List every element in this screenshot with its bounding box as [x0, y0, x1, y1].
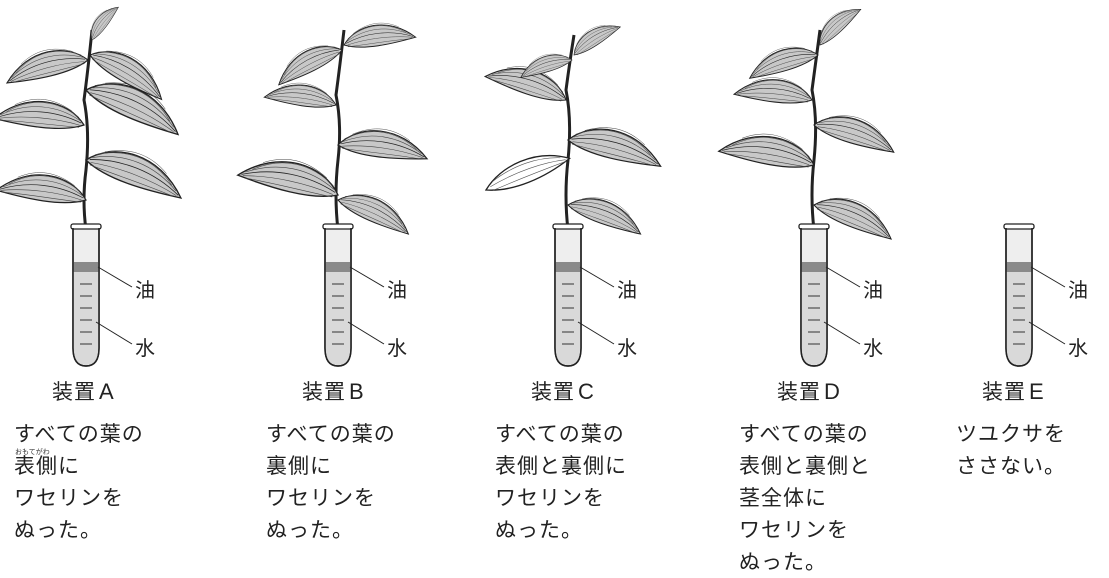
device-e-letter: E: [1029, 379, 1045, 404]
oil-label-c: 油: [617, 278, 637, 302]
device-d-line-4: ワセリンを: [739, 518, 849, 542]
water-label-c: 水: [617, 336, 637, 360]
device-c-description: すべての葉の 表側と裏側に ワセリンを ぬった。: [495, 418, 627, 546]
device-b-description: すべての葉の 裏側に ワセリンを ぬった。: [266, 418, 396, 546]
device-a-description: すべての葉の 表側に ワセリンを ぬった。: [14, 418, 144, 546]
device-a-name: 装置: [52, 380, 96, 404]
device-d-line-3: 茎全体に: [739, 486, 827, 510]
device-e-description: ツユクサを ささない。: [956, 418, 1066, 482]
device-b-name: 装置: [302, 380, 346, 404]
device-a-line-1: すべての葉の: [14, 422, 144, 446]
device-b-line-3: ワセリンを: [266, 486, 376, 510]
device-d-line-1: すべての葉の: [739, 422, 869, 446]
oil-label-d: 油: [863, 278, 883, 302]
device-a-line-3: ワセリンを: [14, 486, 124, 510]
device-d-description: すべての葉の 表側と裏側と 茎全体に ワセリンを ぬった。: [739, 418, 871, 578]
water-label-e: 水: [1068, 336, 1088, 360]
device-e-illustration: 油 水: [1003, 223, 1088, 367]
plant-c: [480, 13, 667, 360]
device-d-line-2: 表側と裏側と: [739, 454, 871, 478]
device-d-line-5: ぬった。: [739, 550, 827, 574]
device-a-line-4: ぬった。: [14, 518, 102, 542]
device-c-illustration: 油 水: [480, 13, 667, 367]
device-e-line-2: ささない。: [956, 454, 1066, 478]
test-tube-e: [1003, 223, 1035, 367]
water-label-a: 水: [135, 336, 155, 360]
oil-label-a: 油: [135, 278, 155, 302]
device-a-ruby: おもてがわ: [15, 448, 50, 456]
device-d-illustration: 油 水: [718, 0, 901, 367]
device-c-name: 装置: [531, 380, 575, 404]
oil-label-e: 油: [1068, 278, 1088, 302]
device-b-line-1: すべての葉の: [266, 422, 396, 446]
oil-label-b: 油: [387, 278, 407, 302]
device-c-line-1: すべての葉の: [495, 422, 625, 446]
device-a-line-2: 表側に: [14, 454, 80, 478]
device-b-line-4: ぬった。: [266, 518, 354, 542]
device-d-name: 装置: [777, 380, 821, 404]
test-tube-b: [322, 223, 354, 367]
water-label-d: 水: [863, 336, 883, 360]
device-a-illustration: 油 水: [0, 0, 191, 367]
device-b-illustration: 油 水: [237, 16, 430, 367]
device-e-name: 装置: [982, 380, 1026, 404]
test-tube-c: [552, 223, 584, 367]
device-b-line-2: 裏側に: [266, 454, 332, 478]
device-a-letter: A: [99, 379, 115, 404]
device-d-letter: D: [824, 379, 841, 404]
device-c-line-2: 表側と裏側に: [495, 454, 627, 478]
plant-b: [237, 16, 430, 360]
device-c-line-3: ワセリンを: [495, 486, 605, 510]
test-tube-a: [70, 223, 102, 367]
device-b-letter: B: [349, 379, 365, 404]
water-label-b: 水: [387, 336, 407, 360]
plant-a: [0, 0, 191, 360]
device-e-line-1: ツユクサを: [956, 422, 1066, 446]
test-tube-d: [798, 223, 830, 367]
plant-d: [718, 0, 901, 360]
device-c-line-4: ぬった。: [495, 518, 583, 542]
device-c-letter: C: [578, 379, 595, 404]
